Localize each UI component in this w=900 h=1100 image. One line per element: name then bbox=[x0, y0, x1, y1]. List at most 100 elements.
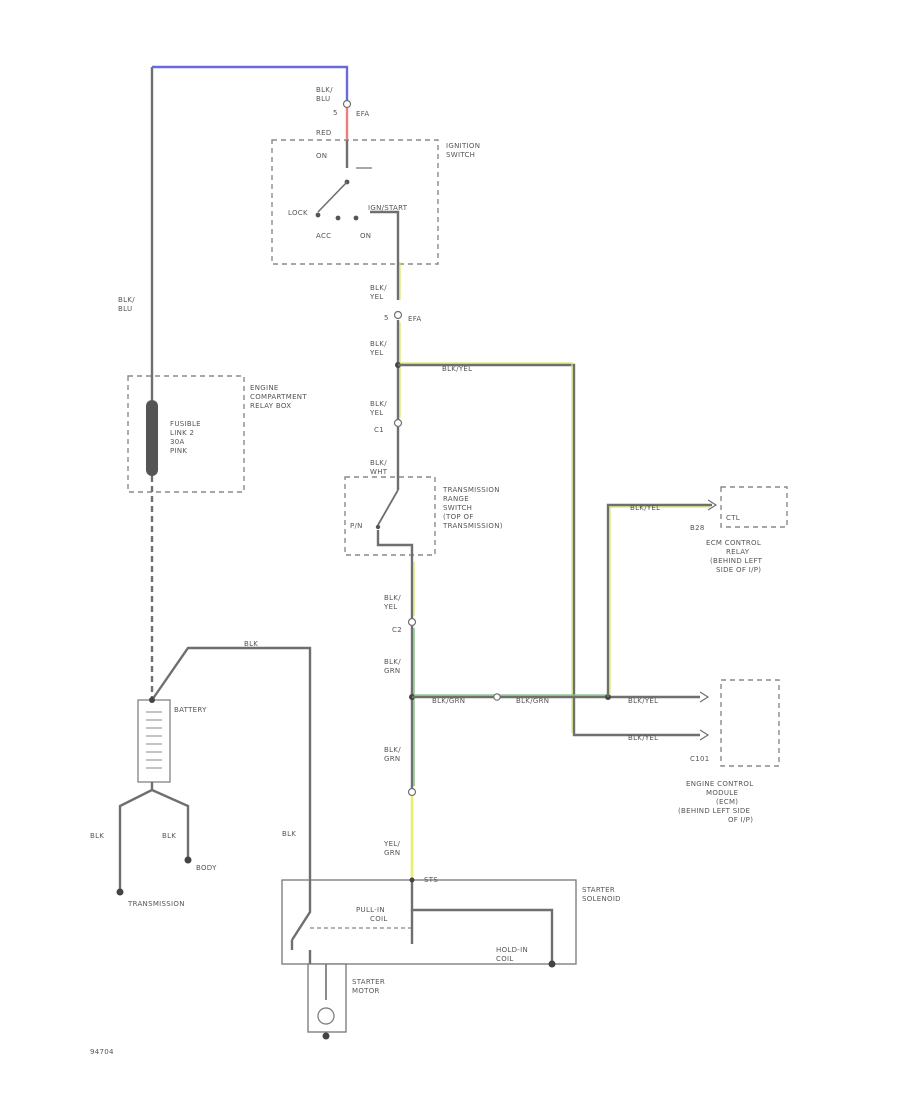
connector-c2 bbox=[407, 617, 417, 627]
label-blk-yel-2a: BLK/ bbox=[370, 340, 387, 348]
label-blk-yel-3a: BLK/ bbox=[370, 400, 387, 408]
wire-blk-yel-to-relay-color bbox=[609, 506, 710, 695]
label-blk-yel-wire-2: BLK/YEL bbox=[628, 697, 658, 705]
label-fuse-top-efa: EFA bbox=[356, 110, 370, 118]
label-trs-1: TRANSMISSION bbox=[442, 486, 500, 494]
connector-blk-grn bbox=[493, 693, 501, 701]
label-sts: STS bbox=[424, 876, 438, 884]
sts-terminal bbox=[409, 877, 415, 883]
label-ecr-box-1: ENGINE bbox=[250, 384, 279, 392]
pull-in-coil bbox=[410, 880, 554, 964]
label-yel-grn-a: YEL/ bbox=[383, 840, 400, 848]
label-blk-c: BLK bbox=[282, 830, 296, 838]
ign-contact-lock bbox=[315, 212, 321, 218]
wire-blk-yel-branch bbox=[398, 363, 700, 737]
starter-solenoid-box bbox=[281, 879, 577, 965]
label-fusible-3: 30A bbox=[170, 438, 185, 446]
label-body: BODY bbox=[196, 864, 217, 872]
wire-blue-top bbox=[152, 65, 349, 100]
label-ecm-2: MODULE bbox=[706, 789, 738, 797]
label-pn: P/N bbox=[350, 522, 363, 530]
label-blk-grn-1b: GRN bbox=[384, 667, 400, 675]
transmission-range-switch-box bbox=[344, 476, 436, 556]
label-footnote: 94704 bbox=[90, 1048, 114, 1056]
ign-contact-on2 bbox=[353, 215, 359, 221]
label-conn-c2: C2 bbox=[392, 626, 402, 634]
trs-switch-arm bbox=[377, 489, 399, 526]
label-blk-wht-1: BLK/ bbox=[370, 459, 387, 467]
label-ecm-5: OF I/P) bbox=[728, 816, 753, 824]
label-ecr-box-2: COMPARTMENT bbox=[250, 393, 307, 401]
label-trs-3: SWITCH bbox=[443, 504, 472, 512]
label-on: ON bbox=[316, 152, 327, 160]
label-blk-yel-1a: BLK/ bbox=[370, 284, 387, 292]
label-blk-blu-left-1: BLK/ bbox=[118, 296, 135, 304]
label-blk-blu-left-2: BLU bbox=[118, 305, 132, 313]
label-ecm-4: (BEHIND LEFT SIDE bbox=[678, 807, 750, 815]
ign-switch-arm bbox=[317, 181, 348, 213]
label-blk-top-bat: BLK bbox=[244, 640, 258, 648]
relay-arrow bbox=[707, 499, 718, 511]
label-ecm-1: ENGINE CONTROL bbox=[686, 780, 753, 788]
ecm-arrow-2 bbox=[699, 729, 710, 741]
label-blk-yel-1b: YEL bbox=[369, 293, 384, 301]
label-blk-grn-wire-2: BLK/GRN bbox=[516, 697, 549, 705]
label-fuse-top-num: 5 bbox=[333, 109, 338, 117]
wire-battery-top bbox=[151, 646, 312, 880]
ign-start-contact bbox=[370, 210, 400, 260]
label-blk-blu-top-2: BLU bbox=[316, 95, 330, 103]
fuse-top bbox=[342, 99, 352, 109]
label-hold-in-1: HOLD-IN bbox=[496, 946, 528, 954]
engine-compartment-relay-box bbox=[127, 375, 245, 493]
label-blk-grn-wire-1: BLK/GRN bbox=[432, 697, 465, 705]
label-trs-5: TRANSMISSION) bbox=[442, 522, 503, 530]
label-trs-4: (TOP OF bbox=[443, 513, 474, 521]
label-hold-in-2: COIL bbox=[496, 955, 514, 963]
label-blk-grn-2b: GRN bbox=[384, 755, 400, 763]
label-fuse-mid-num: 5 bbox=[384, 314, 389, 322]
label-fusible-2: LINK 2 bbox=[170, 429, 194, 437]
label-red: RED bbox=[316, 129, 332, 137]
label-blk-yel-3b: YEL bbox=[369, 409, 384, 417]
motor-symbol bbox=[317, 1007, 335, 1025]
fuse-mid bbox=[393, 310, 403, 320]
label-fuse-mid-efa: EFA bbox=[408, 315, 422, 323]
label-fusible-4: PINK bbox=[170, 447, 187, 455]
label-ecr-box-3: RELAY BOX bbox=[250, 402, 291, 410]
label-transmission: TRANSMISSION bbox=[127, 900, 185, 908]
label-blk-yel-2b: YEL bbox=[369, 349, 384, 357]
battery-positive bbox=[149, 697, 155, 703]
label-ecm-relay-1: ECM CONTROL bbox=[706, 539, 761, 547]
label-starter-motor-1: STARTER bbox=[352, 978, 385, 986]
label-yel-grn-b: GRN bbox=[384, 849, 400, 857]
label-battery: BATTERY bbox=[174, 706, 207, 714]
battery-cells bbox=[146, 711, 162, 769]
label-ecm-3: (ECM) bbox=[716, 798, 738, 806]
label-ign-switch-1: IGNITION bbox=[446, 142, 480, 150]
label-blk-grn-2a: BLK/ bbox=[384, 746, 401, 754]
label-ecm-conn: C101 bbox=[690, 755, 709, 763]
label-ecm-relay-2: RELAY bbox=[726, 548, 750, 556]
fusible-link bbox=[146, 400, 158, 476]
label-blk-a: BLK bbox=[90, 832, 104, 840]
label-blk-grn-1a: BLK/ bbox=[384, 658, 401, 666]
label-acc: ACC bbox=[316, 232, 331, 240]
label-blk-yel-wire-1: BLK/YEL bbox=[442, 365, 472, 373]
ground-transmission bbox=[116, 888, 124, 896]
label-pull-in-2: COIL bbox=[370, 915, 388, 923]
label-blk-yel-4b: YEL bbox=[383, 603, 398, 611]
label-starter-solenoid-1: STARTER bbox=[582, 886, 615, 894]
label-start: IGN/START bbox=[368, 204, 408, 212]
wire-blk-yel-branch-yellow bbox=[400, 362, 573, 733]
connector-c1 bbox=[393, 418, 403, 428]
ign-contact-acc bbox=[335, 215, 341, 221]
solenoid-contact bbox=[290, 880, 312, 964]
wire-battery-ground bbox=[118, 782, 190, 890]
label-ign-switch-2: SWITCH bbox=[446, 151, 475, 159]
label-ecm-relay-3: (BEHIND LEFT bbox=[710, 557, 763, 565]
label-blk-blu-top-1: BLK/ bbox=[316, 86, 333, 94]
label-blk-yel-wire-3: BLK/YEL bbox=[628, 734, 658, 742]
label-blk-yel-4a: BLK/ bbox=[384, 594, 401, 602]
